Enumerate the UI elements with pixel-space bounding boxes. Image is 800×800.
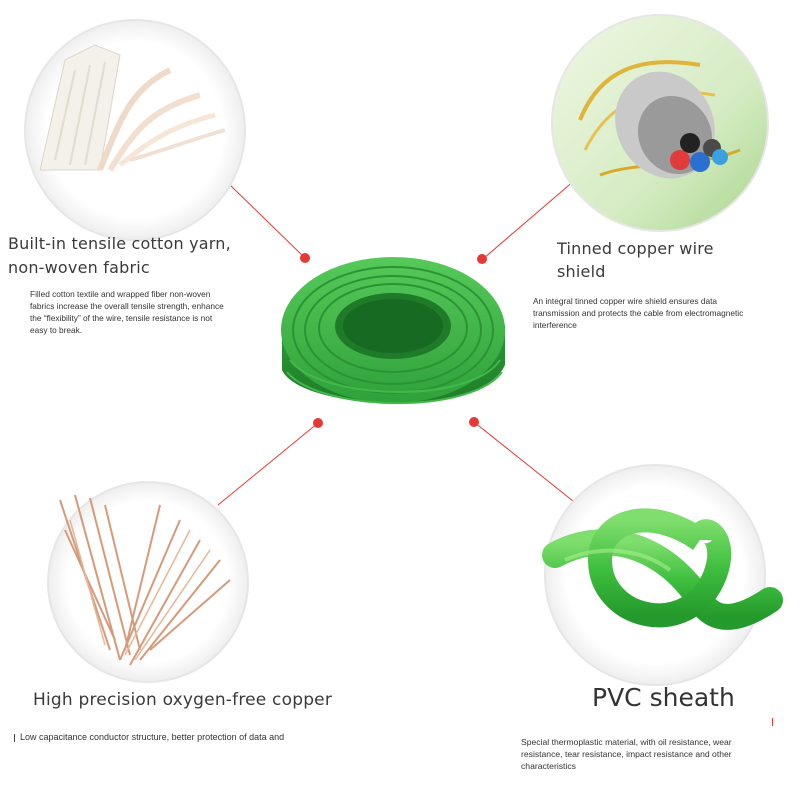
oxygen-free-copper-title: High precision oxygen-free copper <box>33 690 333 710</box>
cotton-yarn-title-line1: Built-in tensile cotton yarn, <box>8 234 231 253</box>
connector-dot-bottom-left <box>313 418 323 428</box>
connector-line-bottom-left <box>217 422 319 506</box>
corner-marker <box>772 718 773 726</box>
cotton-yarn-desc-line4: easy to break. <box>30 325 83 335</box>
cotton-yarn-title-line2: non-woven fabric <box>8 258 150 277</box>
pvc-sheath-desc-line1: Special thermoplastic material, with oil… <box>521 737 732 747</box>
cotton-yarn-desc-line3: the “flexibility” of the wire, tensile r… <box>30 313 213 323</box>
copper-shield-title-line1: Tinned copper wire <box>557 239 714 258</box>
pvc-sheath-desc-line2: resistance, tear resistance, impact resi… <box>521 749 732 759</box>
copper-shield-desc-line2: transmission and protects the cable from… <box>533 308 744 318</box>
connector-line-bottom-right <box>473 421 579 506</box>
copper-shield-image <box>551 14 769 232</box>
copper-shield-title-line2: shield <box>557 262 606 281</box>
copper-shield-desc-line3: interference <box>533 320 577 330</box>
connector-line-top-left <box>229 184 306 259</box>
desc-marker <box>14 734 15 742</box>
copper-shield-desc-line1: An integral tinned copper wire shield en… <box>533 296 718 306</box>
pvc-sheath-desc-line3: characteristics <box>521 761 576 771</box>
pvc-knot-image <box>542 464 783 686</box>
connector-dot-top-right <box>477 254 487 264</box>
connector-lines <box>217 179 579 506</box>
cotton-yarn-image <box>24 19 246 241</box>
cotton-yarn-desc-line2: fabrics increase the overall tensile str… <box>30 301 224 311</box>
connector-line-top-right <box>483 179 576 259</box>
copper-strands-image <box>47 481 249 683</box>
cotton-yarn-desc-line1: Filled cotton textile and wrapped fiber … <box>30 289 211 299</box>
oxygen-free-copper-desc: Low capacitance conductor structure, bet… <box>20 732 285 742</box>
connector-dot-top-left <box>300 253 310 263</box>
pvc-sheath-title: PVC sheath <box>592 683 735 712</box>
green-cable-coil <box>281 257 505 405</box>
connector-dot-bottom-right <box>469 417 479 427</box>
